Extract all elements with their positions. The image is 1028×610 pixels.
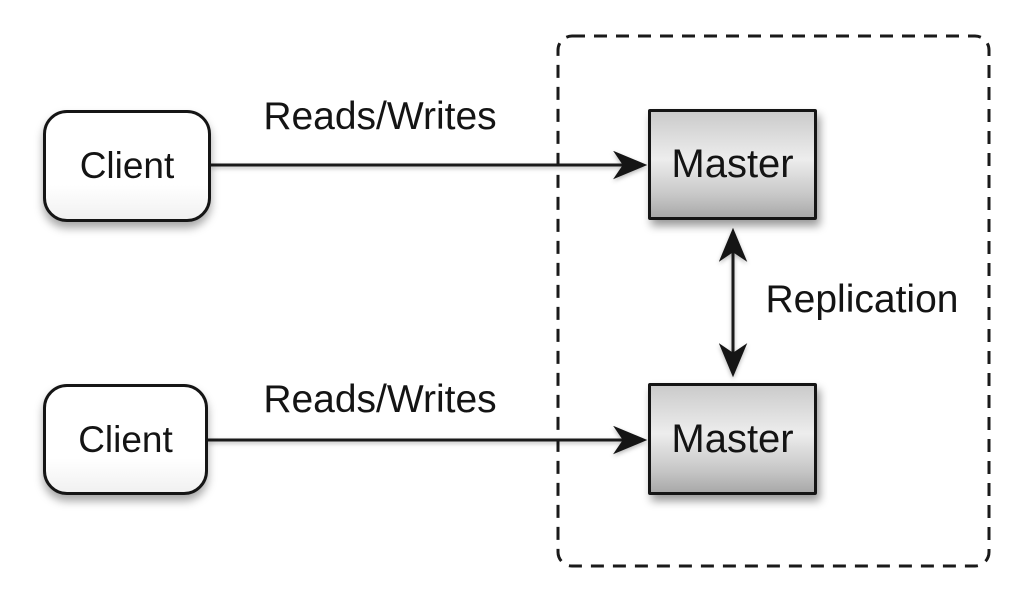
client-node-top-label: Client [79, 145, 175, 186]
master-node-top-label: Master [671, 142, 794, 186]
replication-label: Replication [765, 278, 959, 321]
master-node-bottom: Master [648, 383, 817, 495]
master-node-bottom-label: Master [671, 416, 794, 461]
client-node-top: Client [43, 110, 211, 222]
replication-group-boundary [556, 34, 991, 568]
reads-writes-label-bottom: Reads/Writes [263, 378, 497, 421]
reads-writes-label-top: Reads/Writes [263, 95, 497, 138]
master-node-top: Master [648, 109, 817, 220]
client-node-bottom-label: Client [78, 418, 173, 460]
client-node-bottom: Client [43, 384, 208, 495]
